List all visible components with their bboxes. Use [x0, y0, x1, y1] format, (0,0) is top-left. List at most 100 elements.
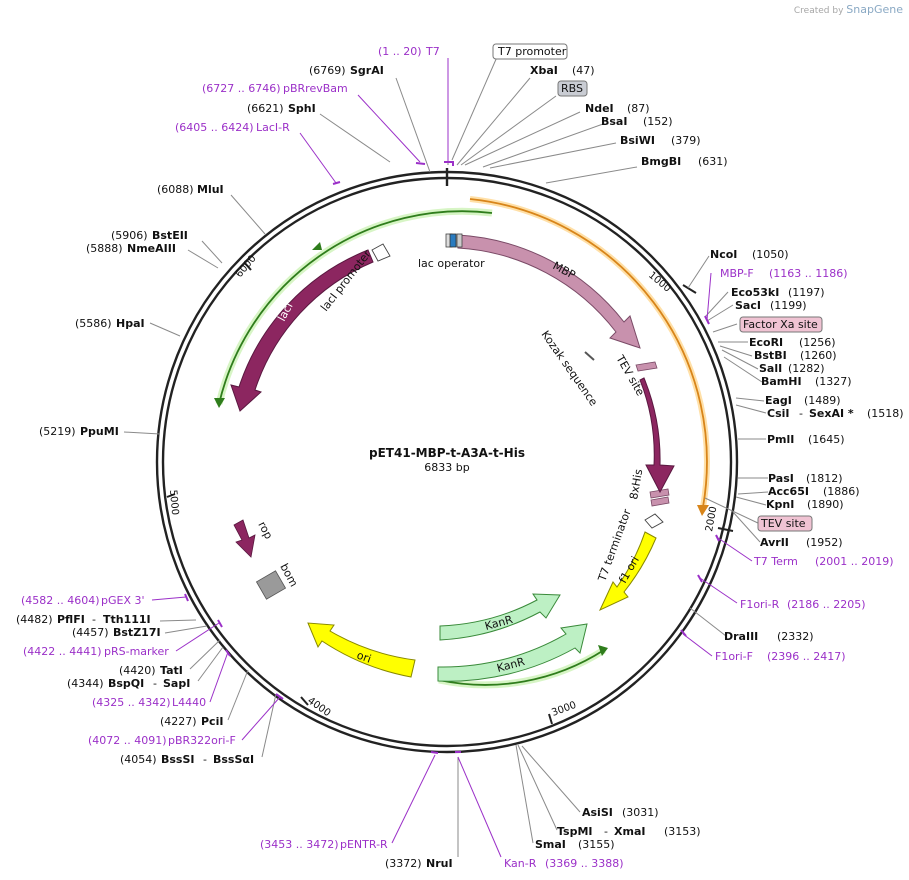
tev-site-1[interactable]	[635, 361, 658, 372]
bstbi-name[interactable]: BstBI	[754, 349, 787, 362]
t7-primer-pos[interactable]: (1 .. 20)	[378, 45, 422, 58]
xmai-name[interactable]: XmaI	[614, 825, 645, 838]
f1ori-f-name[interactable]: F1ori-F	[715, 650, 753, 663]
bsai-name[interactable]: BsaI	[601, 115, 627, 128]
csii-name[interactable]: CsiI	[767, 407, 789, 420]
pasi-pos: (1812)	[806, 472, 843, 485]
l4440-name[interactable]: L4440	[172, 696, 206, 709]
eco53ki-name[interactable]: Eco53kI	[731, 286, 779, 299]
tspmi-name[interactable]: TspMI	[557, 825, 593, 838]
bsiwi-name[interactable]: BsiWI	[620, 134, 655, 147]
prs-marker-name[interactable]: pRS-marker	[104, 645, 169, 658]
draiii-name[interactable]: DraIII	[724, 630, 758, 643]
kanr-feature-1[interactable]	[439, 593, 561, 641]
sgrai-name[interactable]: SgrAI	[350, 64, 384, 77]
nmeaiii-name[interactable]: NmeAIII	[127, 242, 176, 255]
t7-term-pos: (2001 .. 2019)	[815, 555, 894, 568]
hpai-name[interactable]: HpaI	[116, 317, 145, 330]
tev-box[interactable]: TEV site	[757, 515, 813, 532]
smai-name[interactable]: SmaI	[535, 838, 566, 851]
ndei-pos: (87)	[627, 102, 650, 115]
apobec3a-feature[interactable]	[639, 377, 675, 494]
credit-text: Created by	[793, 6, 844, 16]
bsteii-name[interactable]: BstEII	[152, 229, 188, 242]
hpai-pos: (5586)	[75, 317, 112, 330]
nrui-name[interactable]: NruI	[426, 857, 453, 870]
kpni-name[interactable]: KpnI	[766, 498, 794, 511]
mbp-feature[interactable]	[457, 234, 641, 349]
ncoi-name[interactable]: NcoI	[710, 248, 737, 261]
t7-promoter-box[interactable]: T7 promoter	[492, 43, 568, 60]
pentr-r-name[interactable]: pENTR-R	[340, 838, 388, 851]
sali-name[interactable]: SalI	[759, 362, 782, 375]
pcii-name[interactable]: PciI	[201, 715, 223, 728]
f1ori-r-name[interactable]: F1ori-R	[740, 598, 780, 611]
pflfi-name[interactable]: PflFI	[57, 613, 85, 626]
pbrrevbam-pos: (6727 .. 6746)	[202, 82, 281, 95]
t7-term-name[interactable]: T7 Term	[753, 555, 798, 568]
asisi-name[interactable]: AsiSI	[582, 806, 613, 819]
tati-pos: (4420)	[119, 664, 156, 677]
tev-site-2[interactable]	[649, 488, 670, 499]
acc65i-name[interactable]: Acc65I	[768, 485, 809, 498]
tth111i-name[interactable]: Tth111I	[103, 613, 151, 626]
ppumi-name[interactable]: PpuMI	[80, 425, 119, 438]
rbs-box[interactable]: RBS	[557, 80, 588, 97]
xbai-name[interactable]: XbaI	[530, 64, 558, 77]
pentr-r-pos: (3453 .. 3472)	[260, 838, 339, 851]
pbr322ori-f-pos: (4072 .. 4091)	[88, 734, 167, 747]
pflfi-dash: -	[92, 613, 96, 626]
t7-primer-name[interactable]: T7	[425, 45, 440, 58]
kanr-feature-2[interactable]	[437, 623, 588, 682]
t7-terminator-feature[interactable]	[644, 513, 664, 529]
ndei-name[interactable]: NdeI	[585, 102, 614, 115]
his-tag-feature[interactable]	[650, 496, 670, 507]
laci-promoter-feature[interactable]	[371, 243, 391, 262]
ori-feature[interactable]	[307, 622, 416, 678]
bstbi-pos: (1260)	[800, 349, 837, 362]
mlui-name[interactable]: MluI	[197, 183, 224, 196]
orf-track-green-laci-line	[218, 210, 493, 405]
pmli-name[interactable]: PmlI	[767, 433, 794, 446]
laci-r-pos: (6405 .. 6424)	[175, 121, 254, 134]
avrii-name[interactable]: AvrII	[760, 536, 789, 549]
sphi-name[interactable]: SphI	[288, 102, 316, 115]
bstz17i-name[interactable]: BstZ17I	[113, 626, 161, 639]
kan-r-name[interactable]: Kan-R	[504, 857, 537, 870]
factor-xa-box[interactable]: Factor Xa site	[739, 316, 823, 333]
pasi-name[interactable]: PasI	[768, 472, 794, 485]
pgex3-name[interactable]: pGEX 3'	[101, 594, 145, 607]
mbp-f-name[interactable]: MBP-F	[720, 267, 754, 280]
bmgbi-pos: (631)	[698, 155, 728, 168]
asisi-pos: (3031)	[622, 806, 659, 819]
bsteii-pos: (5906)	[111, 229, 148, 242]
csii-pos: (1518)	[867, 407, 904, 420]
laci-feature[interactable]	[230, 249, 374, 412]
eagi-name[interactable]: EagI	[765, 394, 792, 407]
bom-feature[interactable]	[255, 570, 287, 600]
rop-feature[interactable]	[233, 519, 256, 558]
bspqi-name[interactable]: BspQI	[108, 677, 144, 690]
bspqi-dash: -	[153, 677, 157, 690]
orf-track-green-laci-tail	[312, 242, 322, 250]
laci-r-name[interactable]: LacI-R	[256, 121, 290, 134]
bsssi-name[interactable]: BssSI	[161, 753, 195, 766]
kanr-label-1: KanR	[483, 613, 514, 633]
tati-name[interactable]: TatI	[160, 664, 183, 677]
pbr322ori-f-name[interactable]: pBR322ori-F	[168, 734, 236, 747]
t7-promoter-feature[interactable]	[449, 233, 457, 248]
bamhi-name[interactable]: BamHI	[761, 375, 802, 388]
kozak-sequence-feature[interactable]	[584, 351, 595, 361]
ecori-name[interactable]: EcoRI	[749, 336, 783, 349]
rbs-feature[interactable]	[456, 233, 463, 248]
sapi-name[interactable]: SapI	[163, 677, 190, 690]
primer-markers	[184, 161, 720, 754]
pbrrevbam-name[interactable]: pBRrevBam	[283, 82, 348, 95]
saci-name[interactable]: SacI	[735, 299, 761, 312]
f1ori-r-pos: (2186 .. 2205)	[787, 598, 866, 611]
sexai-name[interactable]: SexAI *	[809, 407, 854, 420]
bmgbi-name[interactable]: BmgBI	[641, 155, 681, 168]
bsssai-name[interactable]: BssSαI	[213, 753, 254, 766]
f1-ori-feature[interactable]	[598, 531, 657, 612]
